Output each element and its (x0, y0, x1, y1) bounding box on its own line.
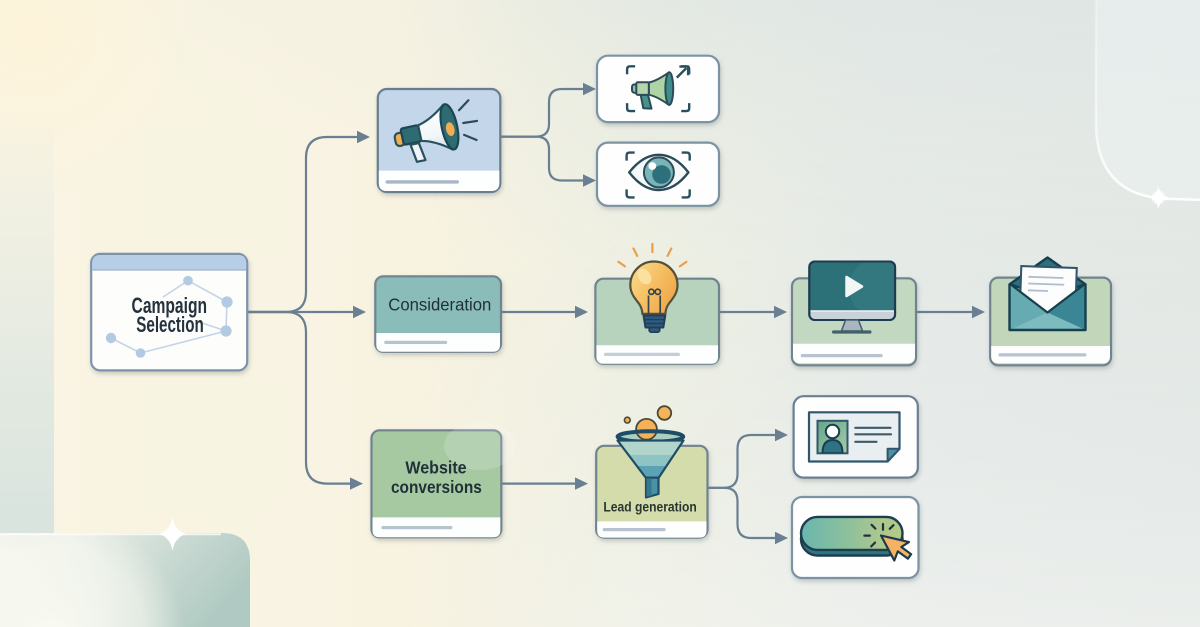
svg-text:Website: Website (405, 457, 466, 477)
svg-text:Campaign: Campaign (132, 293, 208, 318)
svg-text:conversions: conversions (391, 477, 482, 497)
svg-text:Consideration: Consideration (388, 295, 491, 315)
svg-text:Lead generation: Lead generation (603, 500, 696, 515)
svg-text:Selection: Selection (136, 312, 204, 337)
